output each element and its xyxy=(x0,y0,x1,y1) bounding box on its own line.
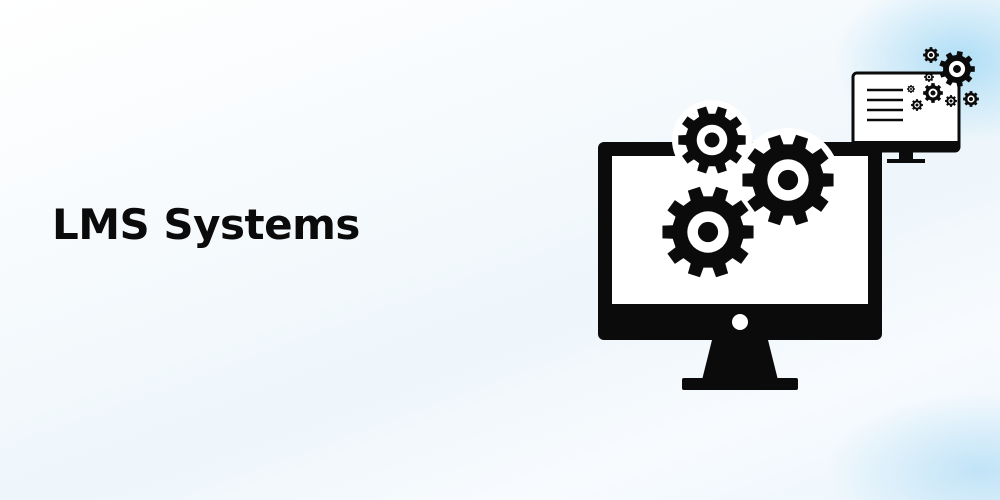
gear-hub xyxy=(915,103,919,107)
gear-hub xyxy=(697,221,719,243)
monitor-power-dot xyxy=(732,314,748,330)
small-monitor-frame xyxy=(851,71,961,153)
gear-hub xyxy=(777,169,799,191)
small-monitor-stand xyxy=(899,151,913,161)
page-title: LMS Systems xyxy=(52,200,360,249)
small-monitor-chin xyxy=(853,141,959,151)
small-monitor-base xyxy=(887,159,925,163)
monitor-stand xyxy=(702,340,778,380)
gear-hub xyxy=(969,97,973,101)
gear-hub xyxy=(910,88,912,90)
gear-hub xyxy=(704,132,720,148)
gear-hub xyxy=(953,65,961,73)
monitor-with-gears-icon xyxy=(598,100,882,390)
monitor-with-gears-outline-icon xyxy=(851,47,979,163)
gear-hub xyxy=(927,75,931,79)
gear-hub xyxy=(930,90,936,96)
monitor-base xyxy=(682,378,798,390)
gear-hub xyxy=(949,99,953,103)
gear-hub xyxy=(929,53,933,57)
